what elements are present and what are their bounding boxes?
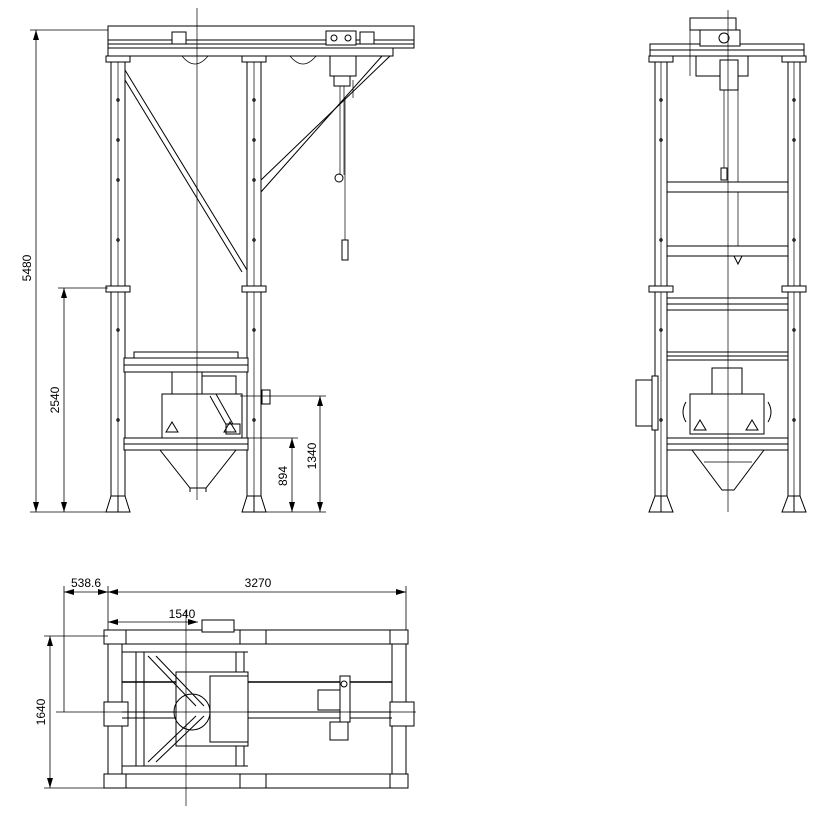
dim-hopper-top-height: 1340: [305, 442, 319, 469]
dim-hopper-outlet-height: 894: [276, 466, 290, 486]
dim-plan-length: 3270: [245, 576, 272, 590]
dim-overall-height: 5480: [20, 254, 34, 281]
dim-plan-center: 1540: [169, 607, 196, 621]
side-elevation-view: [635, 10, 807, 513]
plan-view: 538.6 3270 1540 1640: [34, 576, 416, 806]
front-elevation-view: 5480 2540 1340 894: [20, 8, 415, 513]
dim-plan-width: 1640: [34, 698, 48, 725]
dim-plan-offset: 538.6: [71, 576, 101, 590]
dim-frame-height: 2540: [48, 386, 62, 413]
